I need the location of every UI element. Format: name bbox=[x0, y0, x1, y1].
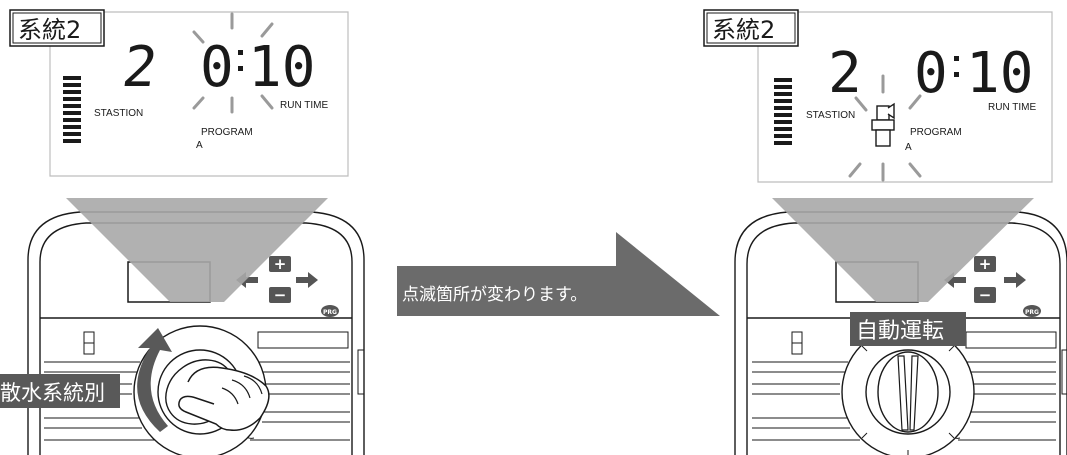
right-blink-rays bbox=[848, 74, 922, 182]
left-time-minutes: 10 bbox=[248, 35, 315, 100]
right-time-minutes: 10 bbox=[966, 41, 1033, 106]
left-run-time-label: RUN TIME bbox=[280, 100, 328, 111]
right-dial-caption: 自動運転 bbox=[856, 319, 944, 344]
left-time-colon bbox=[238, 50, 243, 71]
right-panel: + − PRG bbox=[703, 9, 1067, 455]
right-sprinkler-icon bbox=[871, 102, 895, 147]
right-plus-label: + bbox=[979, 255, 992, 273]
right-tag-label: 系統2 bbox=[712, 16, 775, 44]
left-prg-button[interactable] bbox=[321, 305, 339, 317]
left-hand-fingers bbox=[221, 375, 263, 405]
left-station-digit: 2 bbox=[118, 35, 161, 100]
left-time-hours: 0 bbox=[200, 35, 234, 100]
right-prg-button[interactable] bbox=[1023, 305, 1041, 317]
left-panel: + − PRG bbox=[0, 9, 365, 455]
left-plus-label: + bbox=[274, 255, 287, 273]
left-dial-caption: 散水系統別 bbox=[0, 381, 105, 405]
right-program-value: A bbox=[905, 142, 912, 153]
left-minus-label: − bbox=[274, 286, 287, 304]
left-station-label: STASTION bbox=[94, 108, 143, 119]
left-program-value: A bbox=[196, 140, 203, 151]
left-lcd-frame bbox=[49, 11, 349, 177]
left-dial-caption-bg bbox=[0, 374, 120, 408]
right-lcd-frame bbox=[757, 11, 1053, 183]
left-rotate-arrow-icon bbox=[137, 328, 172, 432]
right-minus-button[interactable] bbox=[974, 287, 996, 303]
right-station-digit: 2 bbox=[828, 41, 862, 106]
left-prg-label: PRG bbox=[323, 309, 337, 316]
right-station-label: STASTION bbox=[806, 110, 855, 121]
left-program-label: PROGRAM bbox=[201, 127, 253, 138]
left-minus-button[interactable] bbox=[269, 287, 291, 303]
left-arrow-right-icon[interactable] bbox=[296, 272, 318, 288]
right-run-time-label: RUN TIME bbox=[988, 102, 1036, 113]
left-hand-icon bbox=[178, 366, 270, 431]
right-time-colon bbox=[954, 56, 959, 77]
left-zoom-funnel bbox=[66, 198, 328, 302]
left-tag-box bbox=[9, 9, 105, 47]
right-plus-button[interactable] bbox=[974, 256, 996, 272]
arrow-caption: 点滅箇所が変わります。 bbox=[402, 285, 587, 305]
right-dial-caption-bg bbox=[850, 312, 966, 346]
left-plus-button[interactable] bbox=[269, 256, 291, 272]
right-program-label: PROGRAM bbox=[910, 127, 962, 138]
right-dial-knob[interactable] bbox=[877, 351, 939, 433]
transition-arrow: 点滅箇所が変わります。 bbox=[397, 232, 720, 316]
arrow-shape bbox=[397, 232, 720, 316]
right-lower-panel bbox=[752, 331, 1067, 441]
left-blink-rays bbox=[192, 12, 274, 114]
right-minus-label: − bbox=[979, 286, 992, 304]
right-zoom-funnel bbox=[772, 198, 1034, 302]
right-tag-box bbox=[703, 9, 799, 47]
right-dial-pointer bbox=[897, 355, 919, 431]
right-prg-label: PRG bbox=[1025, 309, 1039, 316]
left-tag-label: 系統2 bbox=[18, 16, 81, 44]
right-station-bars bbox=[774, 78, 792, 145]
right-arrow-right-icon[interactable] bbox=[1004, 272, 1026, 288]
left-station-bars bbox=[63, 76, 81, 143]
